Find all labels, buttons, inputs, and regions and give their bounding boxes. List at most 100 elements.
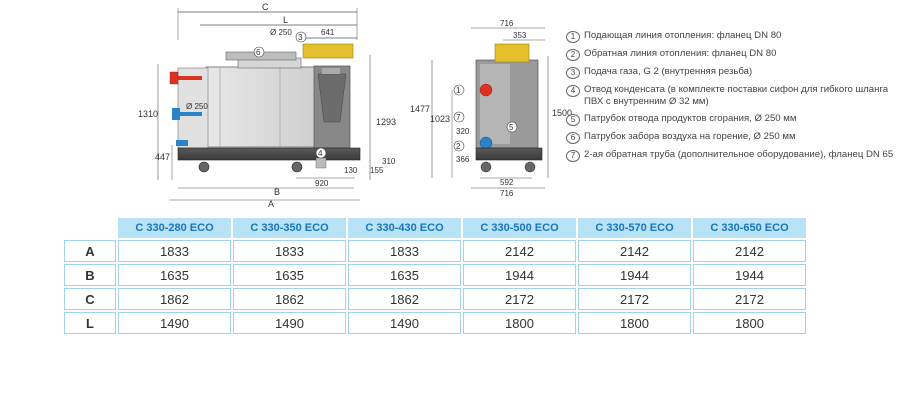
table-cell: 2172: [463, 288, 576, 310]
dim-130: 130: [344, 166, 358, 175]
legend-text: Подача газа, G 2 (внутренняя резьба): [584, 66, 753, 77]
table-cell: 2142: [693, 240, 806, 262]
dim-716-top: 716: [500, 19, 514, 28]
legend-text: 2-ая обратная труба (дополнительное обор…: [584, 149, 894, 160]
marker-3: 3: [295, 31, 307, 43]
dim-447: 447: [155, 152, 170, 162]
legend-number: 3: [566, 67, 580, 79]
legend-item: 1 Подающая линия отопления: фланец DN 80: [566, 30, 896, 43]
legend-item: 6 Патрубок забора воздуха на горение, Ø 2…: [566, 131, 896, 144]
dim-353: 353: [513, 31, 527, 40]
legend-item: 2 Обратная линия отопления: фланец DN 80: [566, 48, 896, 61]
table-cell: 1833: [348, 240, 461, 262]
dim-592: 592: [500, 178, 514, 187]
svg-text:1: 1: [456, 86, 461, 95]
svg-text:5: 5: [509, 123, 514, 132]
table-cell: 1635: [233, 264, 346, 286]
marker-1: 1: [453, 84, 465, 96]
dim-1310: 1310: [138, 109, 158, 119]
front-view: C L 641 Ø 250 1310 Ø 25: [138, 2, 396, 209]
svg-text:4: 4: [318, 149, 323, 158]
marker-6: 6: [253, 46, 265, 58]
dim-716-bottom: 716: [500, 189, 514, 198]
legend-text: Подающая линия отопления: фланец DN 80: [584, 30, 782, 41]
svg-text:6: 6: [256, 48, 261, 57]
svg-text:7: 7: [456, 113, 461, 122]
dim-1293: 1293: [376, 117, 396, 127]
legend: 1 Подающая линия отопления: фланец DN 80 2…: [566, 30, 896, 167]
technical-drawing: C L 641 Ø 250 1310 Ø 25: [138, 2, 572, 209]
legend-item: 3 Подача газа, G 2 (внутренняя резьба): [566, 66, 896, 79]
marker-5: 5: [506, 121, 518, 133]
model-header: C 330-280 ECO: [118, 218, 231, 238]
dim-310: 310: [382, 157, 396, 166]
dim-155: 155: [370, 166, 384, 175]
table-cell: 1862: [233, 288, 346, 310]
table-cell: 1490: [348, 312, 461, 334]
dim-d250-side: Ø 250: [186, 102, 208, 111]
legend-text: Патрубок забора воздуха на горение, Ø 25…: [584, 131, 796, 142]
row-label: B: [64, 264, 116, 286]
table-cell: 1635: [118, 264, 231, 286]
table-cell: 2142: [463, 240, 576, 262]
table-cell: 1833: [233, 240, 346, 262]
model-header: C 330-650 ECO: [693, 218, 806, 238]
table-corner: [64, 218, 116, 238]
legend-number: 4: [566, 85, 580, 97]
table-cell: 1862: [348, 288, 461, 310]
marker-2: 2: [453, 140, 465, 152]
legend-number: 5: [566, 114, 580, 126]
dim-1500: 1500: [552, 108, 572, 118]
table-cell: 1800: [693, 312, 806, 334]
table-cell: 1490: [233, 312, 346, 334]
table-cell: 1490: [118, 312, 231, 334]
model-header: C 330-430 ECO: [348, 218, 461, 238]
dim-b: B: [274, 187, 280, 197]
legend-number: 2: [566, 49, 580, 61]
dim-d250-top: Ø 250: [270, 28, 292, 37]
dim-366: 366: [456, 155, 470, 164]
legend-number: 1: [566, 31, 580, 43]
dim-l: L: [283, 15, 288, 25]
dim-a: A: [268, 199, 274, 209]
dim-c: C: [262, 2, 269, 12]
row-label: C: [64, 288, 116, 310]
legend-item: 4 Отвод конденсата (в комплекте поставки …: [566, 84, 896, 108]
legend-text: Отвод конденсата (в комплекте поставки с…: [584, 84, 889, 107]
dim-1023: 1023: [430, 114, 450, 124]
model-header: C 330-570 ECO: [578, 218, 691, 238]
svg-text:2: 2: [456, 142, 461, 151]
legend-number: 7: [566, 150, 580, 162]
table-cell: 1944: [578, 264, 691, 286]
model-header: C 330-350 ECO: [233, 218, 346, 238]
table-cell: 2142: [578, 240, 691, 262]
marker-4: 4: [315, 147, 327, 159]
dim-320: 320: [456, 127, 470, 136]
row-label: A: [64, 240, 116, 262]
dim-641: 641: [321, 28, 335, 37]
table-cell: 1800: [463, 312, 576, 334]
legend-number: 6: [566, 132, 580, 144]
legend-item: 7 2-ая обратная труба (дополнительное обо…: [566, 149, 896, 162]
svg-text:3: 3: [298, 33, 303, 42]
legend-text: Обратная линия отопления: фланец DN 80: [584, 48, 777, 59]
table-cell: 1635: [348, 264, 461, 286]
row-label: L: [64, 312, 116, 334]
table-cell: 1944: [463, 264, 576, 286]
table-cell: 2172: [693, 288, 806, 310]
table-cell: 1800: [578, 312, 691, 334]
dim-1477: 1477: [410, 104, 430, 114]
table-cell: 2172: [578, 288, 691, 310]
dim-920: 920: [315, 179, 329, 188]
table-cell: 1862: [118, 288, 231, 310]
side-view: 716 353 1477 1023 1500 320 366 592 716 1…: [410, 19, 572, 198]
table-cell: 1833: [118, 240, 231, 262]
marker-7: 7: [453, 111, 465, 123]
